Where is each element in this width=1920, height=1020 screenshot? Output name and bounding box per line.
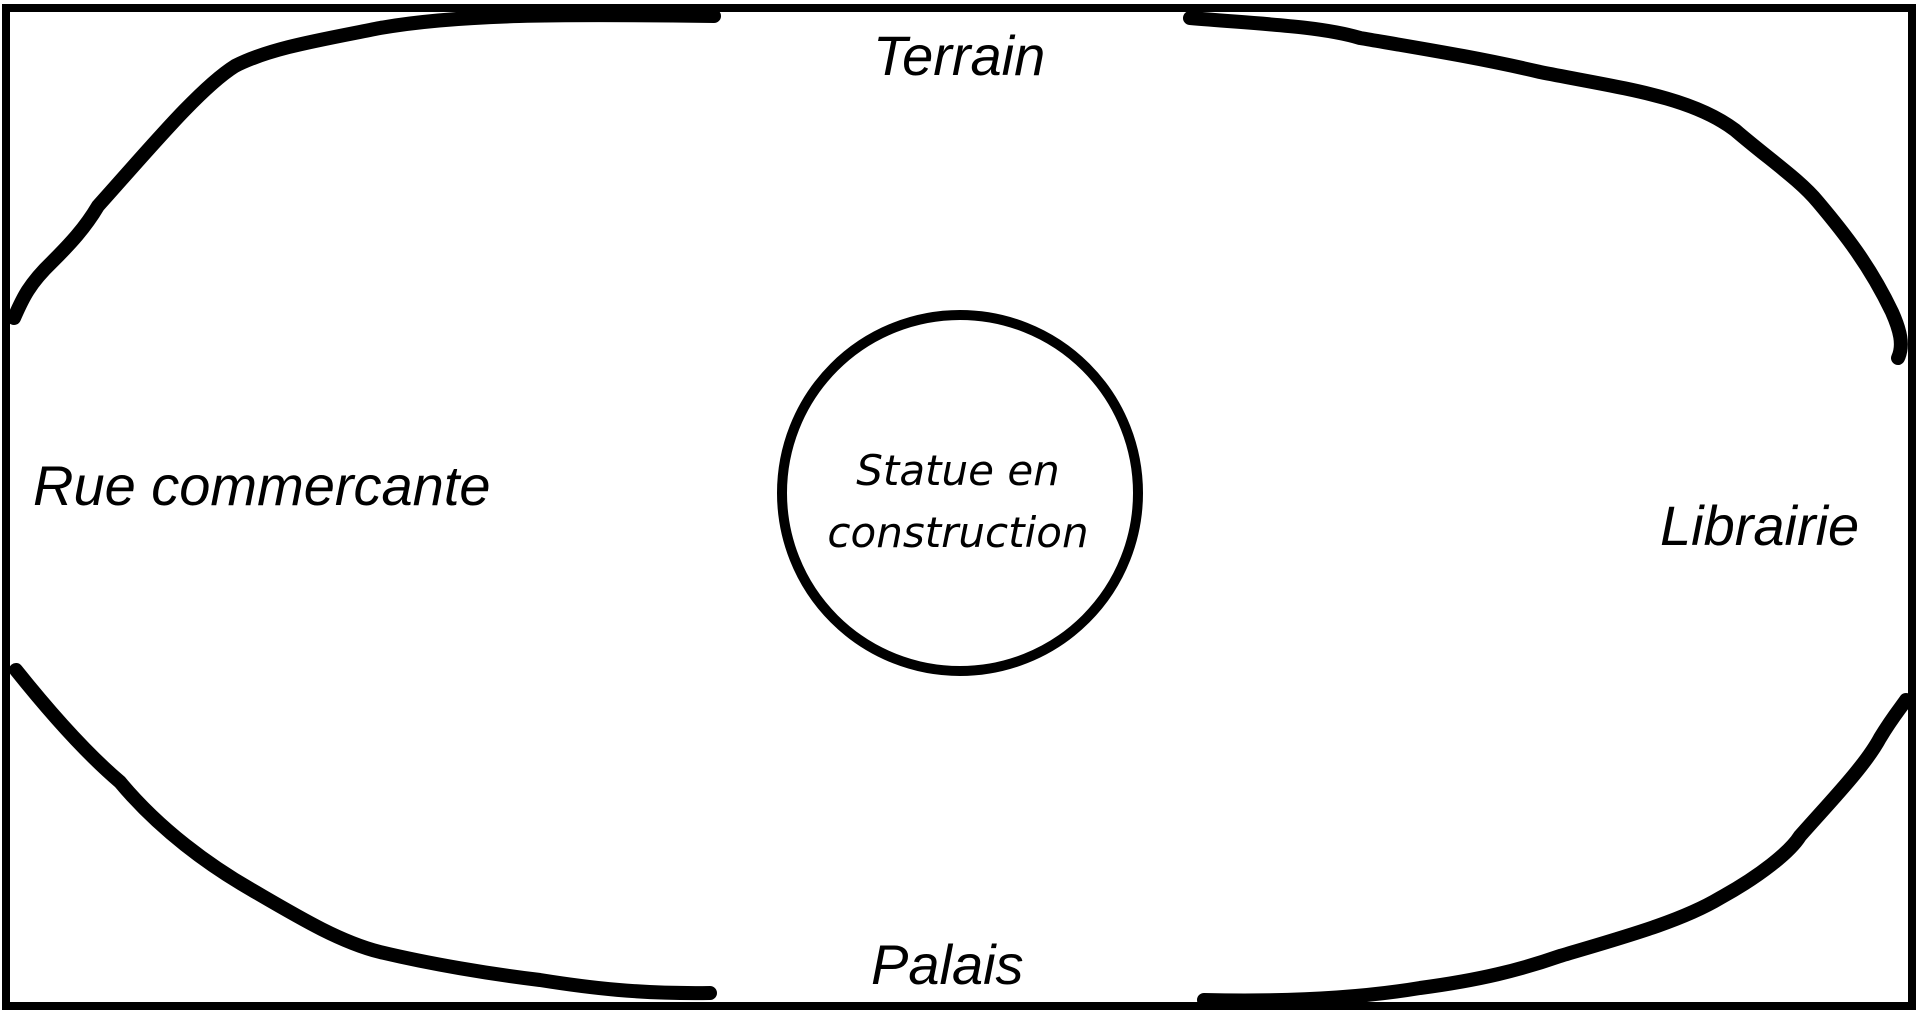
statue-label: Statue en construction — [808, 440, 1108, 564]
label-terrain: Terrain — [873, 28, 1045, 84]
statue-label-line2: construction — [808, 502, 1108, 564]
road-curve-bottom-left — [16, 670, 710, 993]
road-curve-top-right — [1190, 18, 1901, 358]
label-palais: Palais — [871, 937, 1024, 993]
statue-label-line1: Statue en — [808, 440, 1108, 502]
label-librairie: Librairie — [1660, 498, 1859, 554]
label-rue-commercante: Rue commercante — [33, 458, 491, 514]
road-curve-bottom-right — [1204, 700, 1906, 1001]
road-curve-top-left — [14, 15, 714, 318]
